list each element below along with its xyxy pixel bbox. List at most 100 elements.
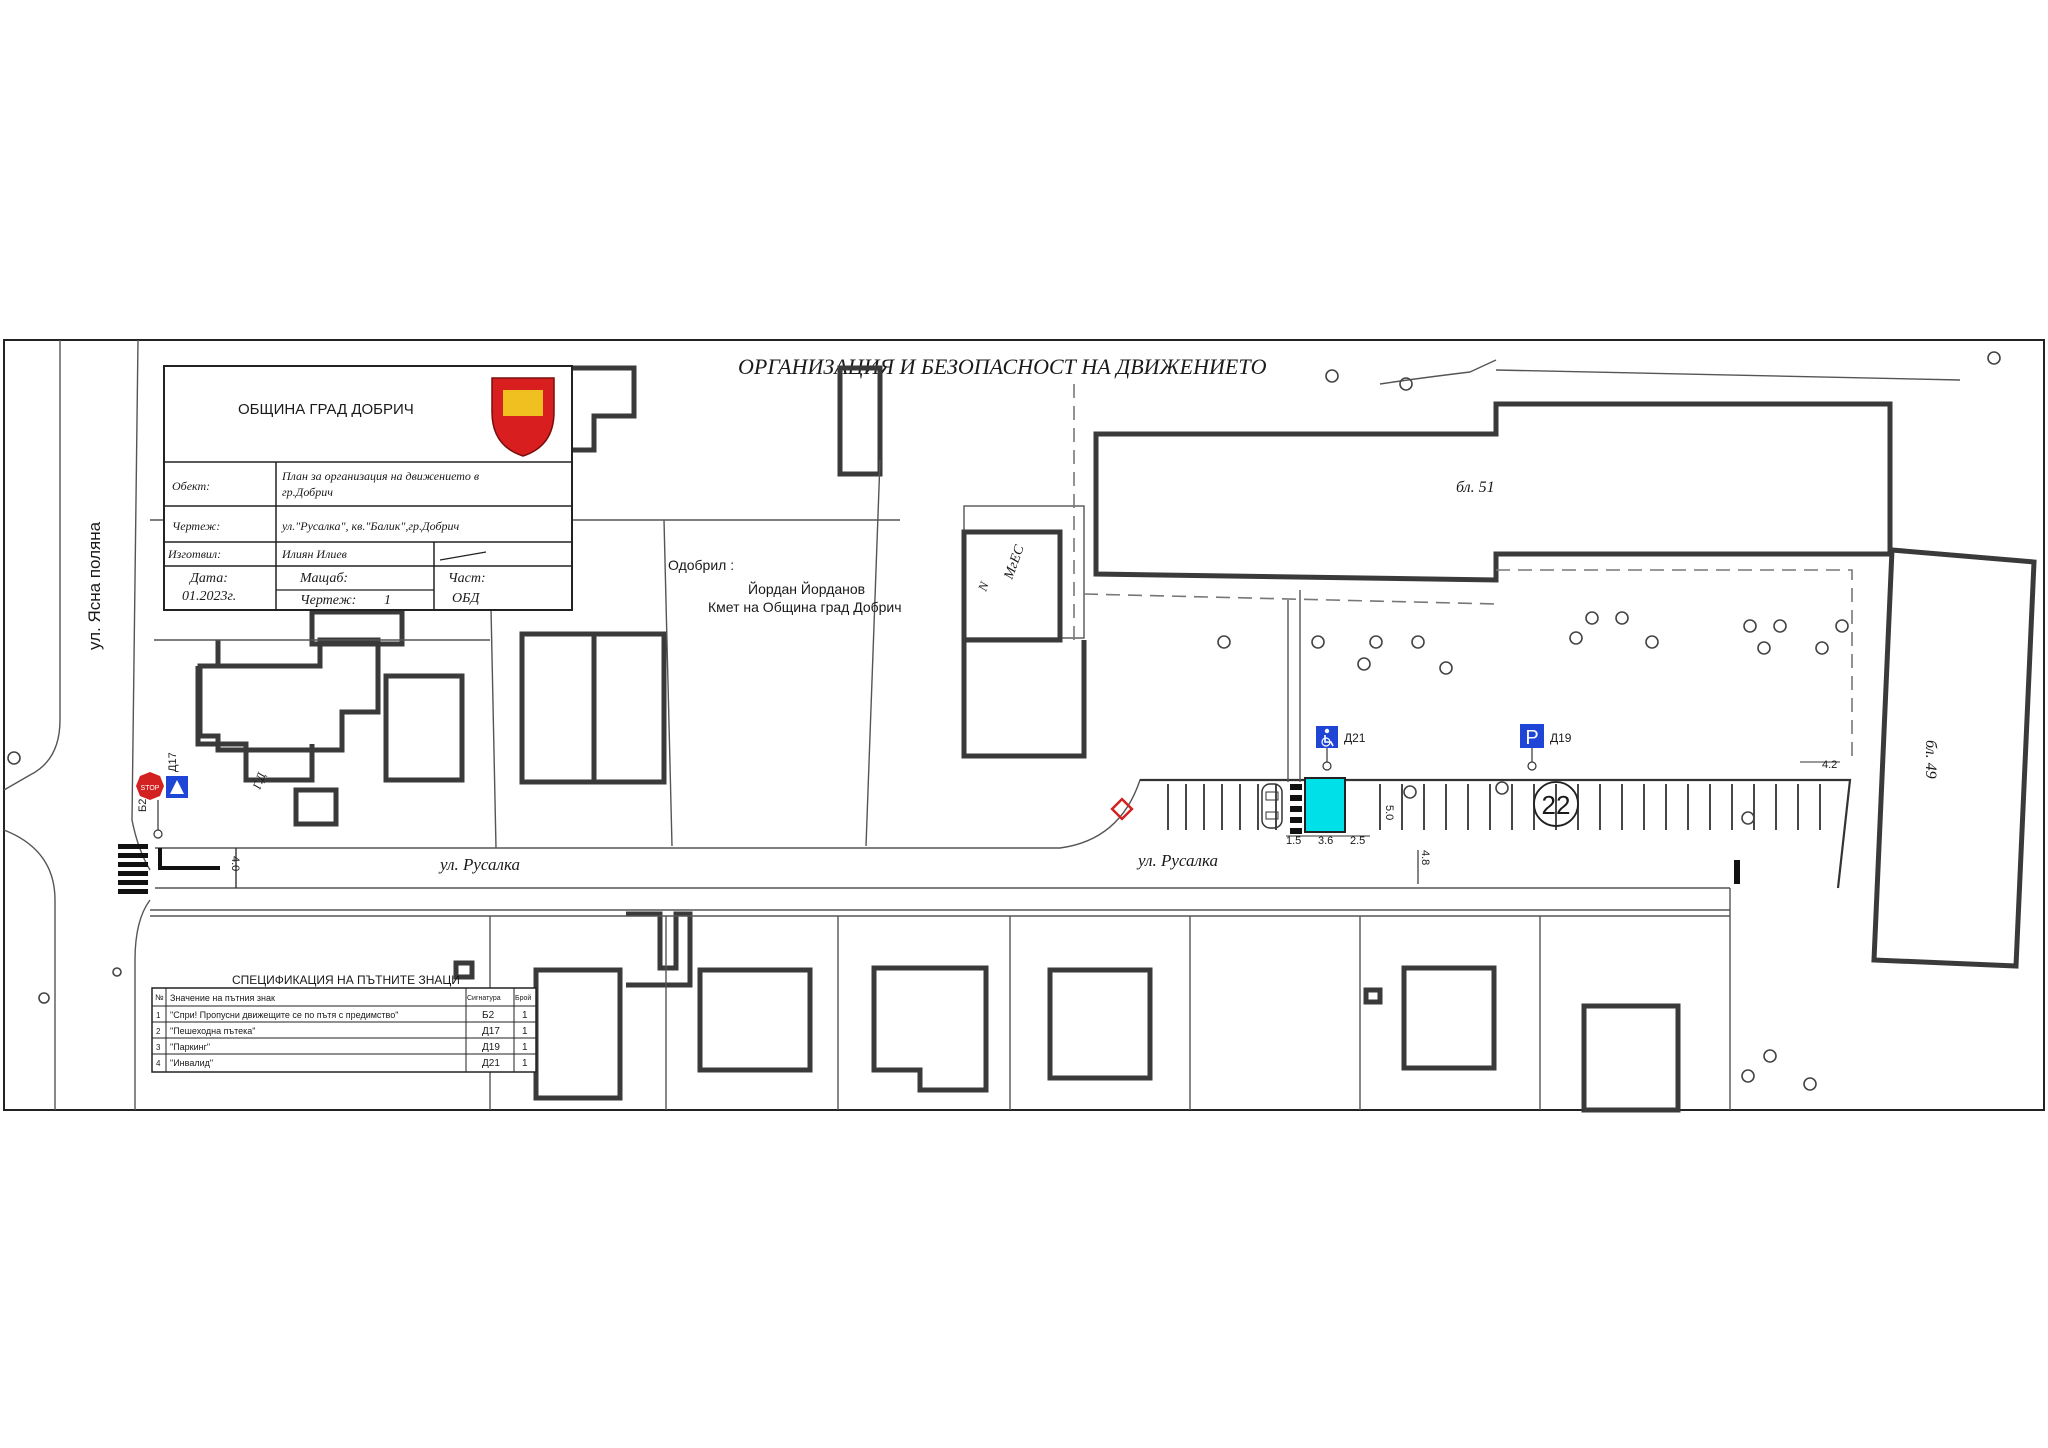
title-drawing-value: ул."Русалка", кв."Балик",гр.Добрич xyxy=(281,519,460,533)
spec-table-cell: "Спри! Пропусни движещите се по пътя с п… xyxy=(170,1010,398,1020)
sign-code-d21: Д21 xyxy=(1344,731,1366,745)
yasna-street-east-edge-south xyxy=(134,899,151,1110)
building-south-5 xyxy=(1401,965,1497,1071)
title-author-value: Илиян Илиев xyxy=(281,547,347,561)
property-boundary-dashed xyxy=(1073,384,1853,760)
street-marker xyxy=(7,751,21,765)
building-south-3 xyxy=(871,965,989,1093)
yasna-street-west-edge-south xyxy=(3,829,56,1110)
title-author-label: Изготвил: xyxy=(167,547,221,561)
car-icon xyxy=(1261,783,1283,829)
spec-table-cell: 1 xyxy=(522,1026,528,1037)
spec-table-cell: Д19 xyxy=(482,1042,500,1053)
substation-building xyxy=(961,529,1063,643)
spec-table-cell: 4 xyxy=(156,1059,161,1068)
title-block xyxy=(163,365,573,611)
sign-group-d21: Д21 xyxy=(1316,726,1366,771)
spec-table-cell: "Инвалид" xyxy=(170,1058,213,1068)
parking-north-edge xyxy=(1059,779,1850,849)
title-org: ОБЩИНА ГРАД ДОБРИЧ xyxy=(238,401,414,418)
garage-south-2 xyxy=(1363,987,1383,1005)
title-sheet-value: 1 xyxy=(384,593,391,608)
spec-table-cell: Д21 xyxy=(482,1058,500,1069)
building-north-narrow xyxy=(837,365,883,477)
substation-outline xyxy=(963,505,1085,639)
title-drawing-label: Чертеж: xyxy=(172,519,220,533)
sign-group-b2-d17: STOP Б2 Д17 xyxy=(136,752,188,839)
trees xyxy=(1217,351,2001,1091)
dim-5-0: 5.0 xyxy=(1383,805,1395,820)
spec-table xyxy=(151,987,537,1073)
sign-group-d19: P Д19 xyxy=(1520,724,1572,771)
approver-name: Йордан Йорданов xyxy=(748,580,865,597)
spec-table-cell: "Паркинг" xyxy=(170,1042,210,1052)
dim-1-5: 1.5 xyxy=(1286,835,1301,847)
building-north-small xyxy=(561,365,637,453)
building-south-6 xyxy=(1581,1003,1681,1113)
title-object-line1: План за организация на движението в xyxy=(281,469,479,483)
parking-area-outline xyxy=(1140,778,1852,889)
dim-3-6: 3.6 xyxy=(1318,835,1333,847)
crosswalk-yasna xyxy=(118,844,148,894)
title-object-line2: гр.Добрич xyxy=(282,485,333,499)
substation-north: N xyxy=(974,578,992,593)
stop-line xyxy=(158,848,220,870)
title-scale-label: Мащаб: xyxy=(299,571,348,586)
property-line-north xyxy=(1379,359,1961,385)
title-date-value: 01.2023г. xyxy=(182,589,236,604)
drawing-frame xyxy=(3,339,2045,1111)
spec-table-cell: 2 xyxy=(156,1027,161,1036)
spec-table-cell: 1 xyxy=(522,1010,528,1021)
approver-role: Кмет на Община град Добрич xyxy=(708,599,902,615)
parking-count: 22 xyxy=(1542,790,1571,820)
sign-post-icon xyxy=(1527,761,1537,771)
sign-post-icon xyxy=(153,829,163,839)
garage-south xyxy=(453,960,475,980)
parking-count-circle xyxy=(1533,781,1579,827)
street-label-yasna-polyana: ул. Ясна поляна xyxy=(85,521,104,650)
sign-code-d17: Д17 xyxy=(167,752,179,772)
spec-header-signature: Сигнатура xyxy=(467,995,501,1002)
approval-label: Одобрил : xyxy=(668,557,734,573)
spec-table-cell: "Пешеходна пътека" xyxy=(170,1026,256,1036)
building-west-roof xyxy=(309,609,405,647)
spec-header-count: Брой xyxy=(515,994,531,1002)
crosswalk-parking xyxy=(1290,784,1302,834)
spec-header-no: № xyxy=(155,993,164,1002)
title-part-value: ОБД xyxy=(452,591,481,606)
dim-4-8: 4.8 xyxy=(1419,850,1431,865)
building-west-2 xyxy=(383,673,465,783)
building-bl49 xyxy=(1871,547,2037,969)
dim-2-5: 2.5 xyxy=(1350,835,1365,847)
small-building-label: Г.Д xyxy=(249,769,269,792)
spec-table-cell: Д17 xyxy=(482,1026,500,1037)
parking-sign-icon xyxy=(1520,724,1544,748)
warning-marker-icon xyxy=(1110,797,1134,821)
stop-sign-text: STOP xyxy=(141,785,160,792)
spec-table-cell: 1 xyxy=(522,1058,528,1069)
spec-table-cell: 1 xyxy=(156,1011,161,1020)
building-west-1b xyxy=(195,666,315,783)
street-label-rusalka-east: ул. Русалка xyxy=(1136,851,1218,870)
building-south-2 xyxy=(697,967,813,1073)
street-marker xyxy=(112,967,122,977)
building-label-bl49: бл. 49 xyxy=(1922,740,1939,779)
drawing-title: ОРГАНИЗАЦИЯ И БЕЗОПАСНОСТ НА ДВИЖЕНИЕТО xyxy=(738,354,1267,379)
title-date-label: Дата: xyxy=(188,571,228,586)
building-west-3 xyxy=(519,631,597,785)
title-sheet-label: Чертеж: xyxy=(300,593,356,608)
parking-stalls xyxy=(1167,784,1821,830)
spec-table-cell: 1 xyxy=(522,1042,528,1053)
building-west-4 xyxy=(591,631,667,785)
stop-sign-icon xyxy=(136,772,164,800)
crest-wheat-icon xyxy=(503,390,543,416)
spec-table-title: СПЕЦИФИКАЦИЯ НА ПЪТНИТЕ ЗНАЦИ xyxy=(232,973,460,987)
building-south-1-annex xyxy=(626,911,693,988)
spacer xyxy=(138,888,1760,910)
dim-4-2: 4.2 xyxy=(1822,759,1837,771)
title-object-label: Обект: xyxy=(172,479,210,493)
sign-code-d19: Д19 xyxy=(1550,731,1572,745)
sign-code-b2: Б2 xyxy=(137,799,149,812)
building-south-1 xyxy=(533,967,623,1101)
